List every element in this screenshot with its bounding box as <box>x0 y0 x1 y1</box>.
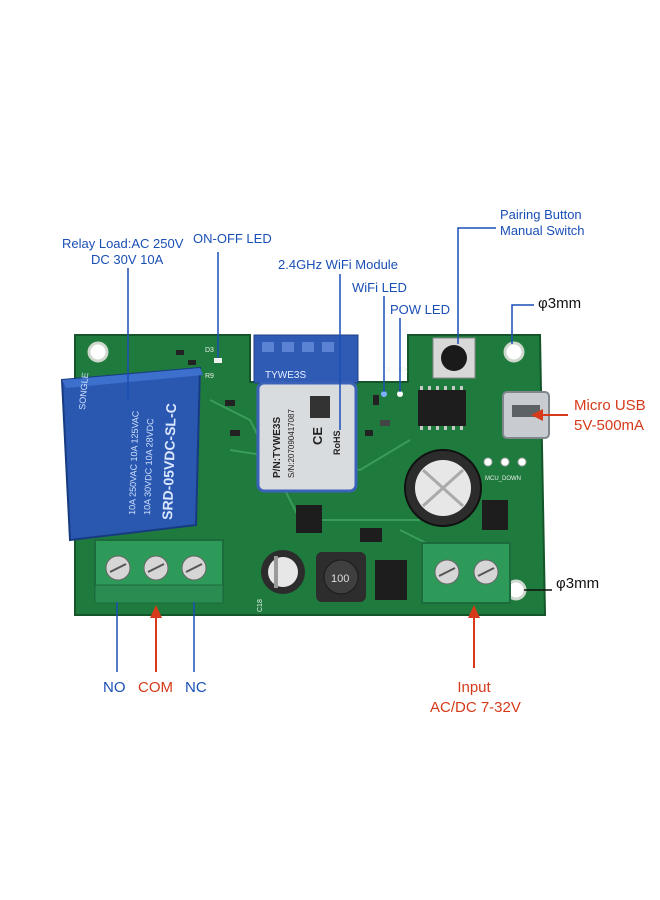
pow-led <box>397 391 403 397</box>
label-hole-top: φ3mm <box>538 295 582 312</box>
silk-rx: RX <box>398 367 408 374</box>
relay: SONGLE 10A 250VAC 10A 125VAC 10A 30VDC 1… <box>60 366 203 542</box>
on-off-led <box>214 358 222 363</box>
wifi-module: TYWE3S P/N:TYWE3S S/N:2070904170​87 CE R… <box>253 334 359 493</box>
label-micro-usb-2: 5V-500mA <box>574 417 645 434</box>
label-no: NO <box>103 679 126 696</box>
relay-model: SRD-05VDC-SL-C <box>159 403 179 520</box>
inductor-code: 100 <box>331 573 349 585</box>
rohs-mark: RoHS <box>332 431 342 456</box>
relay-brand: SONGLE <box>77 372 90 410</box>
ce-mark: CE <box>310 427 325 445</box>
silk-d3: D3 <box>205 347 214 354</box>
mount-hole-top-left <box>87 341 109 363</box>
capacitor-large <box>404 449 482 527</box>
module-name: TYWE3S <box>265 370 306 381</box>
module-shield <box>256 381 358 493</box>
label-nc: NC <box>185 679 207 696</box>
label-input-2: AC/DC 7-32V <box>430 699 521 716</box>
inductor: 100 <box>316 552 366 602</box>
terminal-relay <box>94 539 224 604</box>
label-pairing-1: Pairing Button <box>500 207 582 222</box>
mount-hole-top-right <box>503 341 525 363</box>
label-on-off-led: ON-OFF LED <box>193 231 272 246</box>
capacitor-small <box>261 550 305 594</box>
label-wifi-led: WiFi LED <box>352 280 407 295</box>
label-micro-usb-1: Micro USB <box>574 397 646 414</box>
label-hole-right: φ3mm <box>556 575 600 592</box>
arrow-input <box>468 605 480 668</box>
label-com: COM <box>138 679 173 696</box>
silk-mcu: MCU_DOWN <box>485 476 521 482</box>
label-wifi-module: 2.4GHz WiFi Module <box>278 257 398 272</box>
silk-r9: R9 <box>205 373 214 380</box>
relay-rating-1: 10A 250VAC 10A 125VAC <box>127 410 141 515</box>
arrow-com <box>150 605 162 672</box>
label-input-1: Input <box>457 679 491 696</box>
pairing-button <box>432 337 476 379</box>
label-pow-led: POW LED <box>390 302 450 317</box>
module-sn: S/N:2070904170​87 <box>287 409 296 479</box>
silk-tx: TX <box>382 367 391 374</box>
terminal-input <box>421 542 511 604</box>
callout-lines <box>116 227 568 672</box>
relay-rating-2: 10A 30VDC 10A 28VDC <box>142 418 155 515</box>
qr-code <box>310 396 330 418</box>
wifi-led <box>381 391 387 397</box>
silk-c18: C18 <box>257 599 264 612</box>
label-relay-load-2: DC 30V 10A <box>91 252 164 267</box>
label-pairing-2: Manual Switch <box>500 223 585 238</box>
module-pn: P/N:TYWE3S <box>272 417 283 478</box>
arrow-usb <box>531 409 543 421</box>
label-relay-load-1: Relay Load:AC 250V <box>62 236 184 251</box>
mcu-chip <box>418 390 466 426</box>
